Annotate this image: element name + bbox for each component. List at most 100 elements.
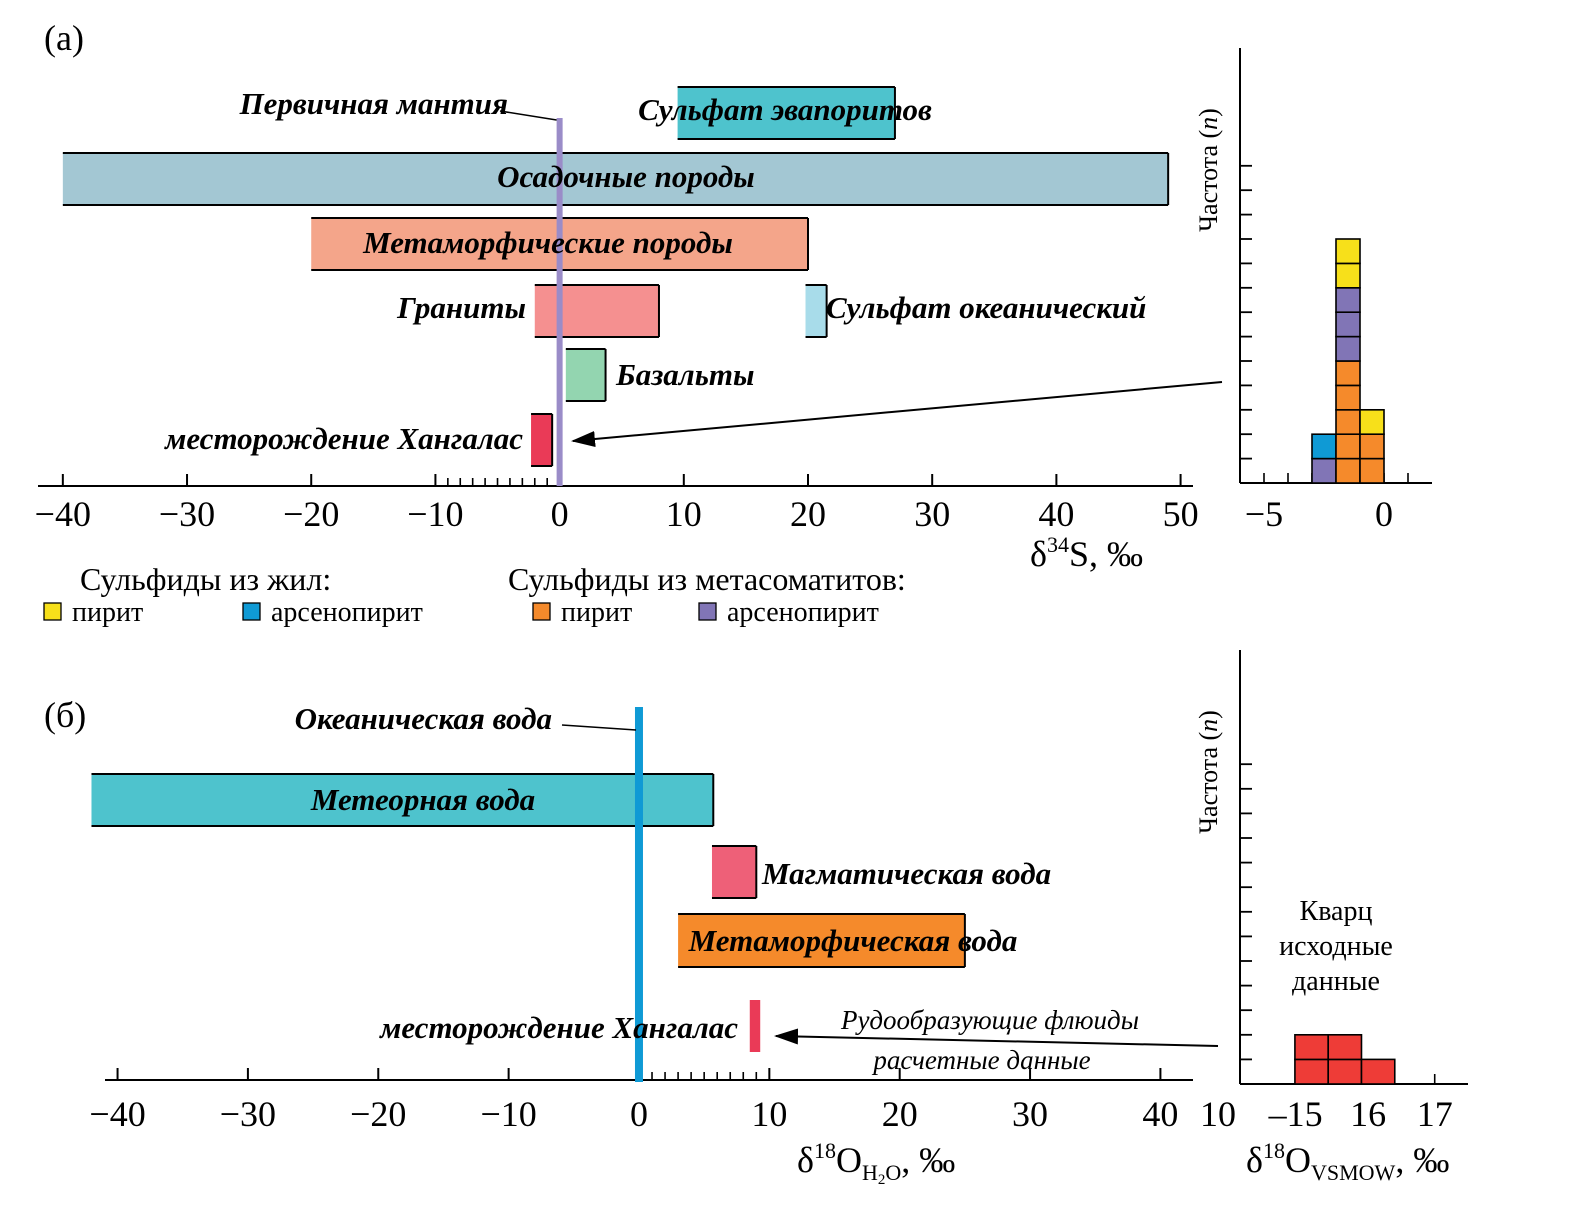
range-bar-b <box>678 914 965 967</box>
x-tick-label-a: −30 <box>159 494 215 534</box>
reference-leader-b <box>561 724 637 731</box>
hist-label-line3: данные <box>1292 966 1380 997</box>
hist-cell-a <box>1335 311 1361 338</box>
x-axis-label-sup: 18 <box>814 1138 836 1163</box>
x-tick-label-a: −40 <box>35 494 91 534</box>
hist-cell-a <box>1335 433 1361 460</box>
x-tick-label-b: −20 <box>350 1094 406 1134</box>
reference-label-a: Первичная мантия <box>239 86 508 121</box>
legend-swatch <box>532 602 551 621</box>
x-tick-label-a: 50 <box>1163 494 1199 534</box>
annotation-line2: расчетные данные <box>871 1045 1090 1075</box>
range-label-a: Осадочные породы <box>497 159 755 194</box>
x-axis-label-a: δ34S, ‰ <box>1030 532 1143 574</box>
x-tick-label-a: −20 <box>283 494 339 534</box>
hist-cell-a <box>1335 408 1361 435</box>
legend-label: пирит <box>72 597 143 628</box>
hist-bar-b <box>1294 1034 1330 1061</box>
hist-cell-a <box>1335 384 1361 411</box>
x-tick-label-b: 0 <box>630 1094 648 1134</box>
range-bar-b <box>91 774 714 826</box>
reference-leader-a <box>499 110 557 121</box>
ylabel-part: ) <box>1194 710 1223 719</box>
x-tick-label-a: 10 <box>666 494 702 534</box>
x-axis-label-o: O <box>1285 1140 1311 1180</box>
legend-group2-title: Сульфиды из метасоматитов: <box>508 561 906 597</box>
range-bar-b <box>749 1000 761 1052</box>
range-label-b: месторождение Хангалас <box>378 1010 738 1045</box>
range-label-a: Базальты <box>615 357 755 392</box>
x-axis-label-sub: VSMOW <box>1311 1160 1396 1185</box>
range-label-a: Метаморфические породы <box>362 225 733 260</box>
x-tick-label-b: 20 <box>882 1094 918 1134</box>
x-tick-label-b: 40 <box>1142 1094 1178 1134</box>
legend-label: пирит <box>561 597 632 628</box>
hist-cell-a <box>1335 335 1361 362</box>
x-axis-label-rest: S, ‰ <box>1069 534 1143 574</box>
range-bar-a <box>62 153 1169 205</box>
ylabel-part: Частота ( <box>1194 732 1223 834</box>
legend-swatch <box>242 602 261 621</box>
x-tick-label-b: −10 <box>480 1094 536 1134</box>
arrow-b <box>774 1028 1219 1047</box>
legend-label: арсенопирит <box>727 597 879 628</box>
hist-label-line2: исходные <box>1279 931 1393 962</box>
ylabel-part: Частота ( <box>1194 130 1223 232</box>
hist-x-tick-label-b: 10 <box>1200 1094 1236 1134</box>
range-label-a: Граниты <box>396 290 526 325</box>
hist-cell-a <box>1359 408 1385 435</box>
hist-bar-b <box>1360 1058 1396 1085</box>
range-bar-a <box>677 87 895 139</box>
hist-cell-a <box>1311 457 1337 484</box>
legend-group1-title: Сульфиды из жил: <box>80 561 331 597</box>
x-tick-label-b: −40 <box>89 1094 145 1134</box>
legend-swatch <box>43 602 62 621</box>
range-bar-b <box>711 846 757 898</box>
x-axis-label-sub: O <box>885 1160 901 1185</box>
hist-cell-a <box>1359 457 1385 484</box>
hist-y-label-a: Частота (n) <box>1194 108 1223 232</box>
panel-label-a: (а) <box>44 18 84 58</box>
hist-cell-a <box>1335 457 1361 484</box>
hist-bar-b <box>1327 1034 1363 1061</box>
range-bar-a <box>534 285 659 337</box>
hist-bar-b <box>1294 1058 1330 1085</box>
x-axis-label-sub2: 2 <box>878 1172 886 1188</box>
reference-label-b: Океаническая вода <box>295 701 552 736</box>
range-bar-a <box>531 414 553 466</box>
hist-x-axis-label-b: δ18OVSMOW, ‰ <box>1246 1138 1449 1185</box>
range-label-a: Сульфат океанический <box>826 290 1146 325</box>
x-tick-label-a: 0 <box>551 494 569 534</box>
x-axis-label-sup: 34 <box>1047 532 1069 557</box>
hist-x-tick-label-b: 17 <box>1417 1094 1453 1134</box>
x-tick-label-a: −10 <box>407 494 463 534</box>
hist-x-tick-label-b: –15 <box>1268 1094 1323 1134</box>
annotation-line1: Рудообразующие флюиды <box>840 1005 1139 1035</box>
hist-label-line1: Кварц <box>1300 896 1373 927</box>
range-bar-a <box>805 285 827 337</box>
range-label-b: Метеорная вода <box>310 782 535 817</box>
ylabel-part: ) <box>1194 108 1223 117</box>
x-axis-label-rest: , ‰ <box>901 1140 955 1180</box>
panel-label-b: (б) <box>44 695 86 735</box>
range-label-b: Метаморфическая вода <box>688 923 1018 958</box>
legend-swatch <box>698 602 717 621</box>
ylabel-italic: n <box>1194 719 1223 732</box>
hist-cell-a <box>1311 433 1337 460</box>
ylabel-italic: n <box>1194 117 1223 130</box>
hist-y-label-b: Частота (n) <box>1194 710 1223 834</box>
range-label-a: месторождение Хангалас <box>163 421 523 456</box>
x-tick-label-b: 10 <box>751 1094 787 1134</box>
x-axis-label-b: δ18OH2O, ‰ <box>797 1138 955 1188</box>
x-tick-label-b: −30 <box>220 1094 276 1134</box>
x-tick-label-a: 30 <box>914 494 950 534</box>
x-tick-label-a: 40 <box>1038 494 1074 534</box>
range-bar-a <box>565 349 606 401</box>
hist-x-tick-label-a: −5 <box>1245 494 1283 534</box>
hist-x-tick-label-a: 0 <box>1375 494 1393 534</box>
x-tick-label-a: 20 <box>790 494 826 534</box>
range-label-a: Сульфат эвапоритов <box>638 92 932 127</box>
hist-x-tick-label-b: 16 <box>1350 1094 1386 1134</box>
hist-cell-a <box>1335 286 1361 313</box>
x-axis-label-rest: , ‰ <box>1395 1140 1449 1180</box>
